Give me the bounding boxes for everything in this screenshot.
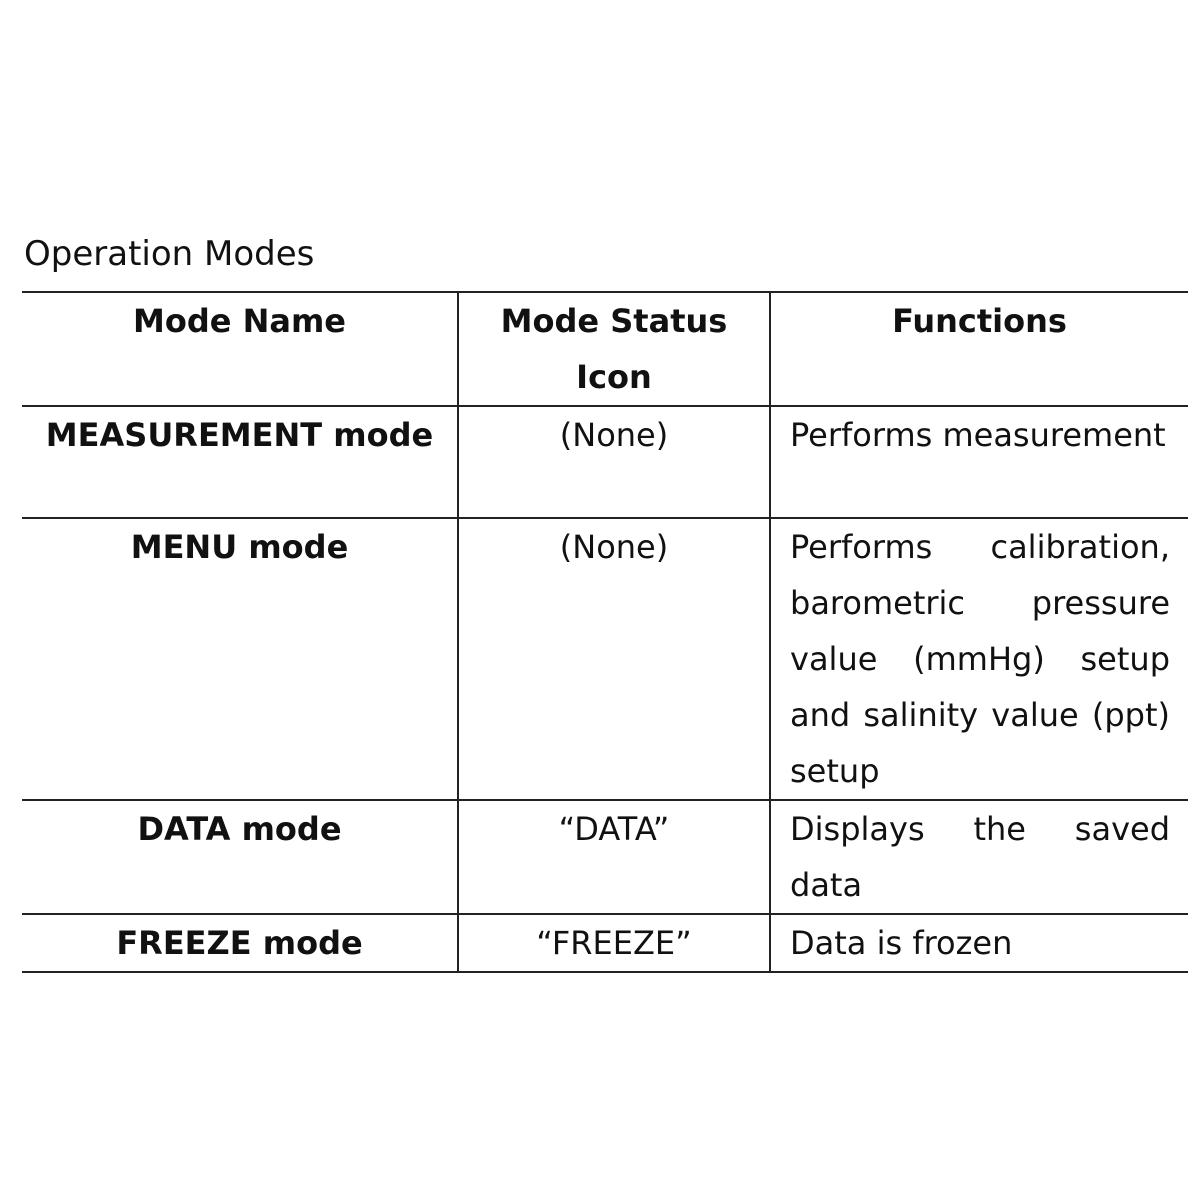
mode-name-cell: FREEZE mode	[22, 913, 459, 973]
header-mode-status-icon: Mode Status Icon	[457, 291, 771, 407]
table-row: MENU mode (None) Performs calibration, b…	[22, 517, 1188, 801]
table-row: FREEZE mode “FREEZE” Data is frozen	[22, 913, 1188, 973]
function-cell: Displays the saved data	[769, 799, 1188, 915]
header-mode-name: Mode Name	[22, 291, 459, 407]
mode-name-cell: MEASUREMENT mode	[22, 405, 459, 519]
mode-status-icon-cell: (None)	[457, 405, 771, 519]
mode-status-icon-cell: (None)	[457, 517, 771, 801]
mode-name-cell: DATA mode	[22, 799, 459, 915]
header-functions: Functions	[769, 291, 1188, 407]
function-cell: Data is frozen	[769, 913, 1188, 973]
table-caption: Operation Modes	[24, 234, 315, 274]
table-row: MEASUREMENT mode (None) Performs measure…	[22, 405, 1188, 519]
table-row: DATA mode “DATA” Displays the saved data	[22, 799, 1188, 915]
mode-status-icon-cell: “DATA”	[457, 799, 771, 915]
mode-status-icon-cell: “FREEZE”	[457, 913, 771, 973]
mode-name-cell: MENU mode	[22, 517, 459, 801]
table-header-row: Mode Name Mode Status Icon Functions	[22, 291, 1188, 407]
operation-modes-table: Mode Name Mode Status Icon Functions MEA…	[22, 291, 1188, 973]
function-cell: Performs calibration, barometric pressur…	[769, 517, 1188, 801]
function-cell: Performs measurement	[769, 405, 1188, 519]
